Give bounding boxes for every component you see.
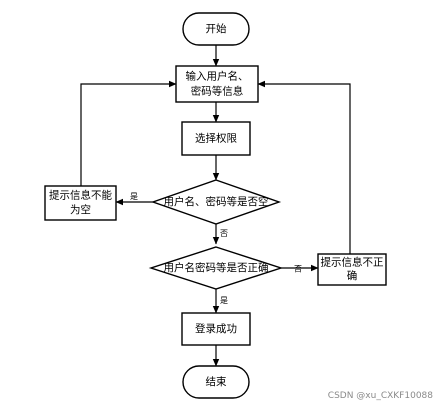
wrong-message-line1: 提示信息不正 — [321, 256, 384, 269]
watermark: CSDN @xu_CXKF10088 — [328, 391, 433, 401]
login-success-label: 登录成功 — [195, 322, 237, 335]
empty-message-box: 提示信息不能 为空 — [44, 185, 117, 221]
edge-label-correct-no: 否 — [294, 265, 302, 274]
check-correct-label: 用户名密码等是否正确 — [164, 261, 269, 274]
edge-label-empty-no: 否 — [220, 229, 228, 238]
input-credentials-line1: 输入用户名、 — [186, 70, 249, 83]
edge-wrong-msg-back-to-input — [257, 80, 351, 254]
edge-label-correct-yes: 是 — [220, 296, 228, 305]
input-credentials-box: 输入用户名、 密码等信息 — [175, 65, 259, 103]
input-credentials-line2: 密码等信息 — [191, 85, 244, 98]
end-label: 结束 — [206, 375, 227, 388]
empty-message-line1: 提示信息不能 — [49, 189, 112, 202]
check-correct-decision: 用户名密码等是否正确 — [148, 246, 284, 290]
edge-empty-msg-back-to-input — [80, 80, 177, 186]
end-terminal: 结束 — [182, 365, 250, 399]
check-empty-decision: 用户名、密码等是否空 — [150, 179, 282, 225]
select-permission-box: 选择权限 — [181, 121, 251, 156]
edge-label-empty-yes: 是 — [130, 192, 138, 201]
empty-message-line2: 为空 — [70, 203, 91, 216]
select-permission-label: 选择权限 — [195, 132, 237, 145]
start-terminal: 开始 — [182, 12, 250, 46]
wrong-message-box: 提示信息不正 确 — [317, 253, 387, 286]
wrong-message-line2: 确 — [347, 269, 358, 282]
start-label: 开始 — [206, 22, 227, 35]
login-success-box: 登录成功 — [181, 312, 251, 346]
check-empty-label: 用户名、密码等是否空 — [164, 195, 269, 208]
